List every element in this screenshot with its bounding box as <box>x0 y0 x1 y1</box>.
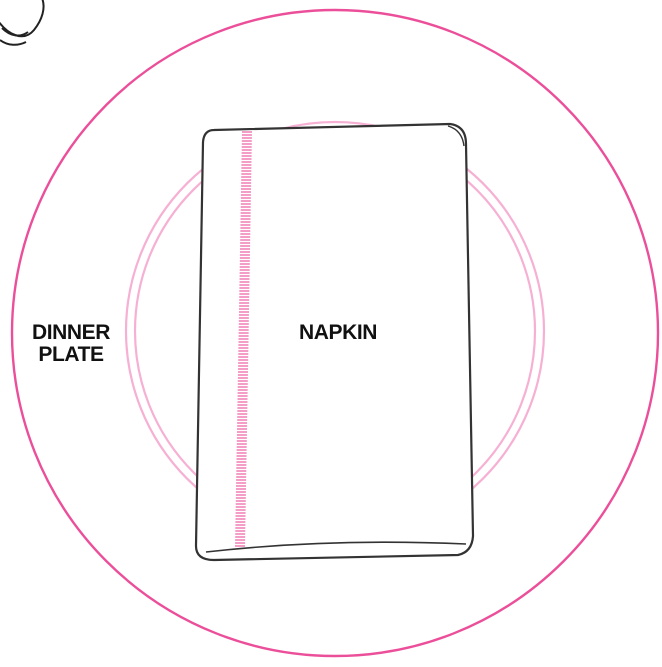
dinner-plate-label: DINNER PLATE <box>22 322 120 366</box>
napkin-label: NAPKIN <box>279 322 397 344</box>
dinner-plate-label-line2: PLATE <box>38 343 103 366</box>
dinner-plate-label-line1: DINNER <box>32 321 110 344</box>
glass-icon <box>0 0 44 45</box>
